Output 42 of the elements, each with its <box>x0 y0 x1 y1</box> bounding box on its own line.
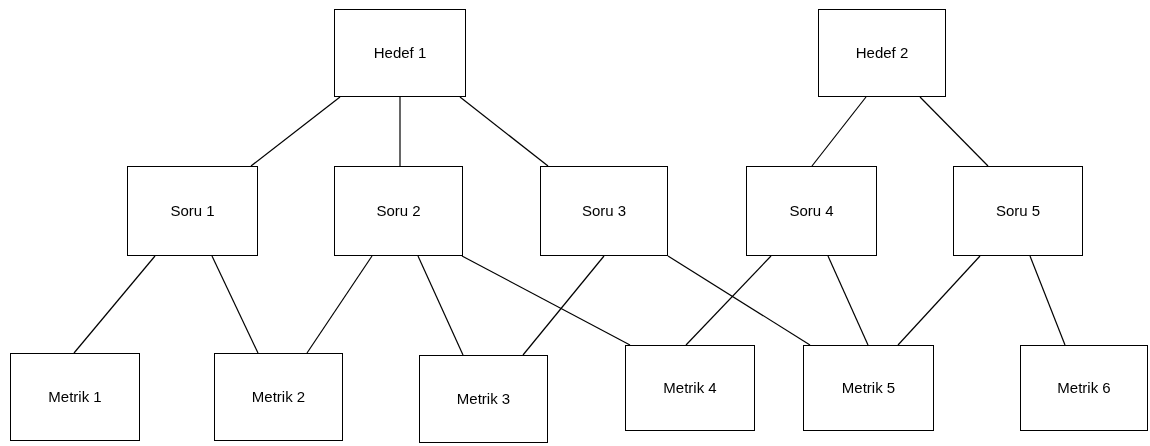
process-box <box>818 9 946 97</box>
connector-line <box>811 96 867 167</box>
connector-line <box>667 255 811 346</box>
node-label: Metrik 5 <box>841 377 896 398</box>
connector-line <box>399 96 401 167</box>
process-box <box>540 166 668 256</box>
process-box <box>419 355 548 443</box>
connector-line <box>306 255 373 354</box>
connector-line <box>459 96 549 167</box>
node-label: Metrik 6 <box>1057 377 1111 398</box>
node-label: Metrik 3 <box>456 388 511 409</box>
connector-line <box>250 96 341 167</box>
node-label: Soru 2 <box>376 200 421 221</box>
process-box <box>127 166 258 256</box>
node-label: Metrik 4 <box>663 377 717 398</box>
connector-line <box>211 255 259 354</box>
node-label: Metrik 2 <box>251 386 306 407</box>
node-label: Hedef 1 <box>373 42 427 63</box>
connector-line <box>73 255 156 354</box>
connector-line <box>522 255 605 356</box>
connector-line <box>1029 255 1066 346</box>
process-box <box>953 166 1083 256</box>
process-box <box>214 353 343 441</box>
node-label: Hedef 2 <box>855 42 909 63</box>
process-box <box>334 166 463 256</box>
node-label: Soru 4 <box>789 200 834 221</box>
node-label: Soru 5 <box>995 200 1041 221</box>
connector-line <box>685 255 772 346</box>
process-box <box>746 166 877 256</box>
process-box <box>334 9 466 97</box>
process-box <box>1020 345 1148 431</box>
node-label: Soru 3 <box>581 200 627 221</box>
connector-line <box>417 255 464 356</box>
connector-line <box>461 255 631 346</box>
connector-line <box>897 255 981 346</box>
process-box <box>10 353 140 441</box>
node-label: Metrik 1 <box>48 386 102 407</box>
connector-line <box>827 255 869 346</box>
connector-line <box>919 96 989 167</box>
node-label: Soru 1 <box>170 200 215 221</box>
process-box <box>803 345 934 431</box>
process-box <box>625 345 755 431</box>
